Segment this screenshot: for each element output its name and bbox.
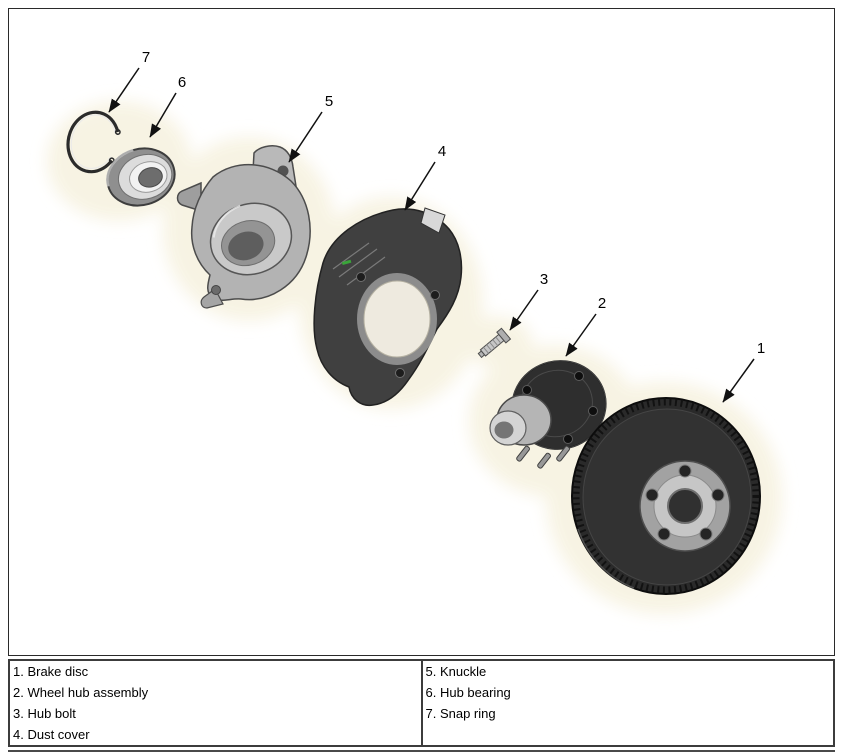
dust-cover-illustration <box>313 207 463 407</box>
page-bottom-rule <box>8 750 835 752</box>
legend-item-dust-cover: 4. Dust cover <box>13 727 90 742</box>
hub-bolt-illustration <box>477 327 512 359</box>
callout-label-5: 5 <box>325 93 333 110</box>
legend-table: 1. Brake disc 2. Wheel hub assembly 3. H… <box>8 659 835 747</box>
legend-item-empty <box>423 724 834 745</box>
callout-labels: 1 2 3 4 5 6 7 <box>142 49 765 357</box>
callout-arrow-6 <box>149 92 177 138</box>
hub-bearing-illustration <box>106 147 176 207</box>
paint-mark <box>341 259 352 265</box>
legend-item-wheel-hub-assembly: 2. Wheel hub assembly <box>13 685 149 700</box>
callout-label-1: 1 <box>757 340 765 357</box>
legend-item-brake-disc: 1. Brake disc <box>13 664 89 679</box>
knuckle-illustration <box>176 145 311 309</box>
callout-arrow-2 <box>565 313 597 357</box>
legend-item-hub-bolt: 3. Hub bolt <box>13 706 76 721</box>
legend-column-left: 1. Brake disc 2. Wheel hub assembly 3. H… <box>10 661 421 745</box>
callout-label-4: 4 <box>438 143 446 160</box>
legend-item-knuckle: 5. Knuckle <box>425 664 487 679</box>
wheel-hub-illustration <box>489 360 607 469</box>
exploded-view-figure: 1 2 3 4 5 6 7 <box>8 8 835 656</box>
legend-column-right: 5. Knuckle 6. Hub bearing 7. Snap ring <box>420 661 834 745</box>
callout-arrow-7 <box>108 67 140 113</box>
callout-label-7: 7 <box>142 49 150 66</box>
legend-item-hub-bearing: 6. Hub bearing <box>425 685 511 700</box>
callout-label-2: 2 <box>598 295 606 312</box>
legend-item-snap-ring: 7. Snap ring <box>425 706 496 721</box>
callout-arrow-3 <box>509 289 539 331</box>
callout-arrow-1 <box>722 358 755 403</box>
callout-arrow-5 <box>288 111 323 163</box>
callout-label-6: 6 <box>178 74 186 91</box>
brake-disc-illustration <box>571 397 761 595</box>
callout-arrow-4 <box>404 161 436 211</box>
callout-label-3: 3 <box>540 271 548 288</box>
callout-arrows <box>108 67 755 403</box>
